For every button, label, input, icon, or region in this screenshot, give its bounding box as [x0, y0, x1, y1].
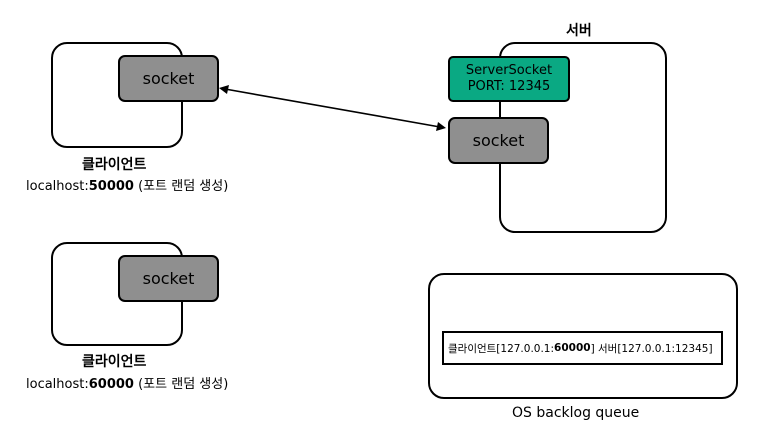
server-socket-port: PORT: 12345	[467, 79, 551, 94]
client2-title: 클라이언트	[82, 354, 147, 370]
client1-port-note: (포트 랜덤 생성)	[138, 179, 229, 194]
backlog-caption: OS backlog queue	[512, 405, 640, 421]
client2-host: localhost:60000 (포트 랜덤 생성)	[26, 373, 228, 392]
client1-host-prefix: localhost:	[26, 179, 89, 194]
client2-port-note: (포트 랜덤 생성)	[138, 377, 229, 392]
backlog-entry-suffix: ] 서버[127.0.0.1:12345]	[590, 342, 713, 355]
server-socket-name: ServerSocket	[465, 63, 553, 78]
server-title: 서버	[566, 23, 592, 39]
client1-host: localhost:50000 (포트 랜덤 생성)	[26, 175, 228, 194]
server-socket-box: ServerSocket PORT: 12345	[448, 56, 570, 102]
backlog-entry-prefix: 클라이언트[127.0.0.1:	[448, 342, 555, 355]
client2-socket: socket	[118, 255, 219, 302]
server-socket: socket	[448, 117, 549, 164]
client1-port: 50000	[88, 179, 134, 194]
client2-socket-label: socket	[142, 269, 195, 288]
backlog-entry-port: 60000	[554, 342, 591, 354]
server-socket-label: socket	[472, 131, 525, 150]
backlog-entry: 클라이언트[127.0.0.1:60000] 서버[127.0.0.1:1234…	[442, 331, 723, 365]
client2-host-prefix: localhost:	[26, 377, 89, 392]
client1-title: 클라이언트	[82, 157, 147, 173]
client2-port: 60000	[88, 377, 134, 392]
client1-socket-label: socket	[142, 69, 195, 88]
client1-socket: socket	[118, 55, 219, 102]
